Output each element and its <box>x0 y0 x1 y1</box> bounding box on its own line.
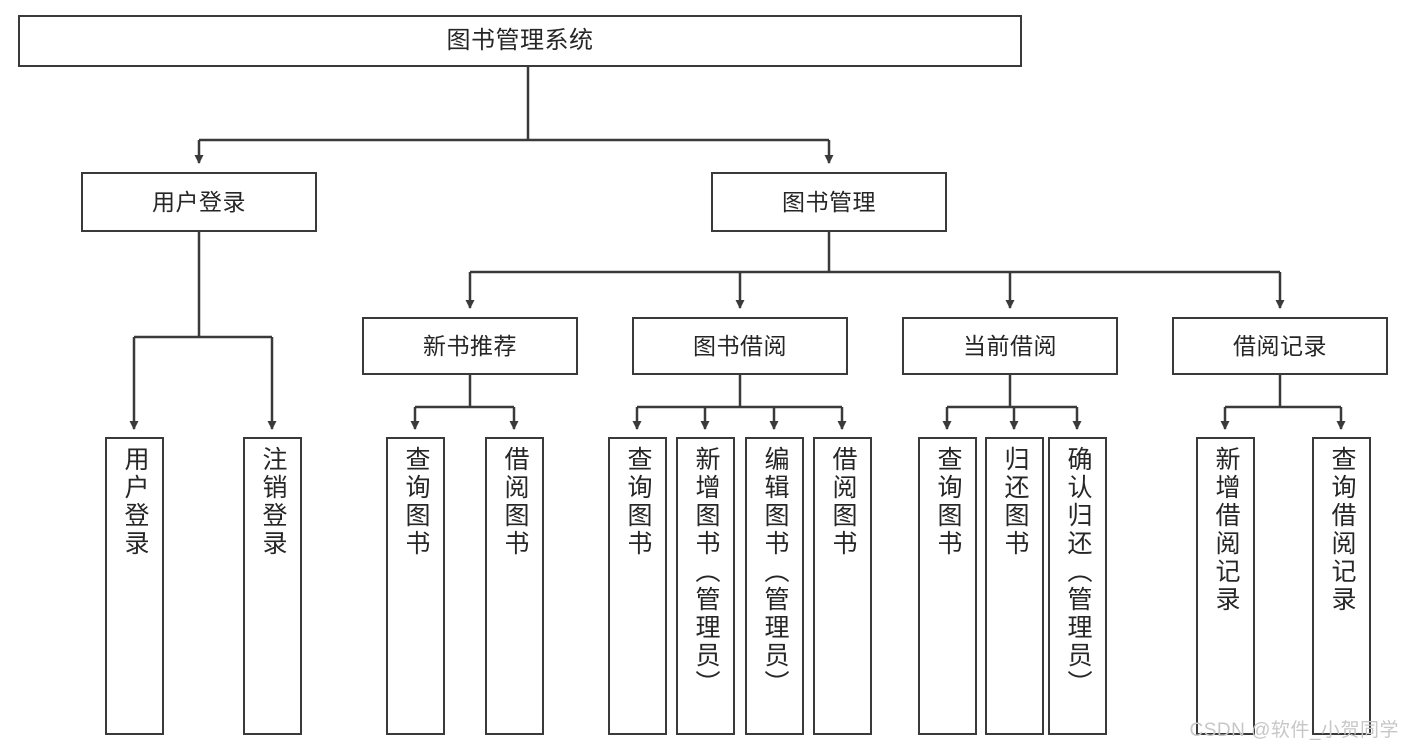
node-label: 查询借阅记录 <box>1328 446 1356 614</box>
node-label: 新增借阅记录 <box>1212 446 1240 614</box>
leaf-add-borrow-record[interactable]: 新增借阅记录 <box>1196 437 1255 735</box>
leaf-query-book-current[interactable]: 查询图书 <box>918 437 977 735</box>
node-label: 借阅图书 <box>829 446 857 558</box>
node-user-login[interactable]: 用户登录 <box>81 172 317 232</box>
node-label: 当前借阅 <box>963 332 1057 359</box>
node-label: 确认归还（管理员） <box>1064 446 1092 698</box>
leaf-logout[interactable]: 注销登录 <box>243 437 302 735</box>
watermark-text: CSDN @软件_小贺同学 <box>1189 720 1399 741</box>
leaf-borrow-book-recommend[interactable]: 借阅图书 <box>485 437 544 735</box>
node-label: 图书管理 <box>782 188 876 215</box>
node-borrow-record[interactable]: 借阅记录 <box>1172 317 1388 375</box>
node-current-borrow[interactable]: 当前借阅 <box>902 317 1118 375</box>
node-book-manage[interactable]: 图书管理 <box>711 172 947 232</box>
leaf-query-book-borrow[interactable]: 查询图书 <box>608 437 667 735</box>
node-label: 用户登录 <box>152 188 246 215</box>
node-new-book-recommend[interactable]: 新书推荐 <box>362 317 578 375</box>
leaf-confirm-return-admin[interactable]: 确认归还（管理员） <box>1048 437 1107 735</box>
node-label: 编辑图书（管理员） <box>761 446 789 698</box>
leaf-query-borrow-record[interactable]: 查询借阅记录 <box>1312 437 1371 735</box>
node-label: 借阅记录 <box>1233 332 1327 359</box>
node-label: 查询图书 <box>402 446 430 558</box>
node-label: 新书推荐 <box>423 332 517 359</box>
leaf-user-login[interactable]: 用户登录 <box>105 437 164 735</box>
node-label: 借阅图书 <box>501 446 529 558</box>
node-label: 图书管理系统 <box>446 27 594 55</box>
node-label: 用户登录 <box>121 446 149 558</box>
node-label: 图书借阅 <box>693 332 787 359</box>
node-root-system[interactable]: 图书管理系统 <box>18 15 1022 67</box>
node-label: 归还图书 <box>1001 446 1029 558</box>
leaf-return-book[interactable]: 归还图书 <box>985 437 1044 735</box>
node-label: 查询图书 <box>624 446 652 558</box>
leaf-query-book-recommend[interactable]: 查询图书 <box>386 437 445 735</box>
leaf-edit-book-admin[interactable]: 编辑图书（管理员） <box>745 437 804 735</box>
node-label: 查询图书 <box>934 446 962 558</box>
leaf-add-book-admin[interactable]: 新增图书（管理员） <box>676 437 735 735</box>
leaf-borrow-book[interactable]: 借阅图书 <box>813 437 872 735</box>
node-label: 新增图书（管理员） <box>692 446 720 698</box>
node-book-borrow[interactable]: 图书借阅 <box>632 317 848 375</box>
node-label: 注销登录 <box>259 446 287 558</box>
